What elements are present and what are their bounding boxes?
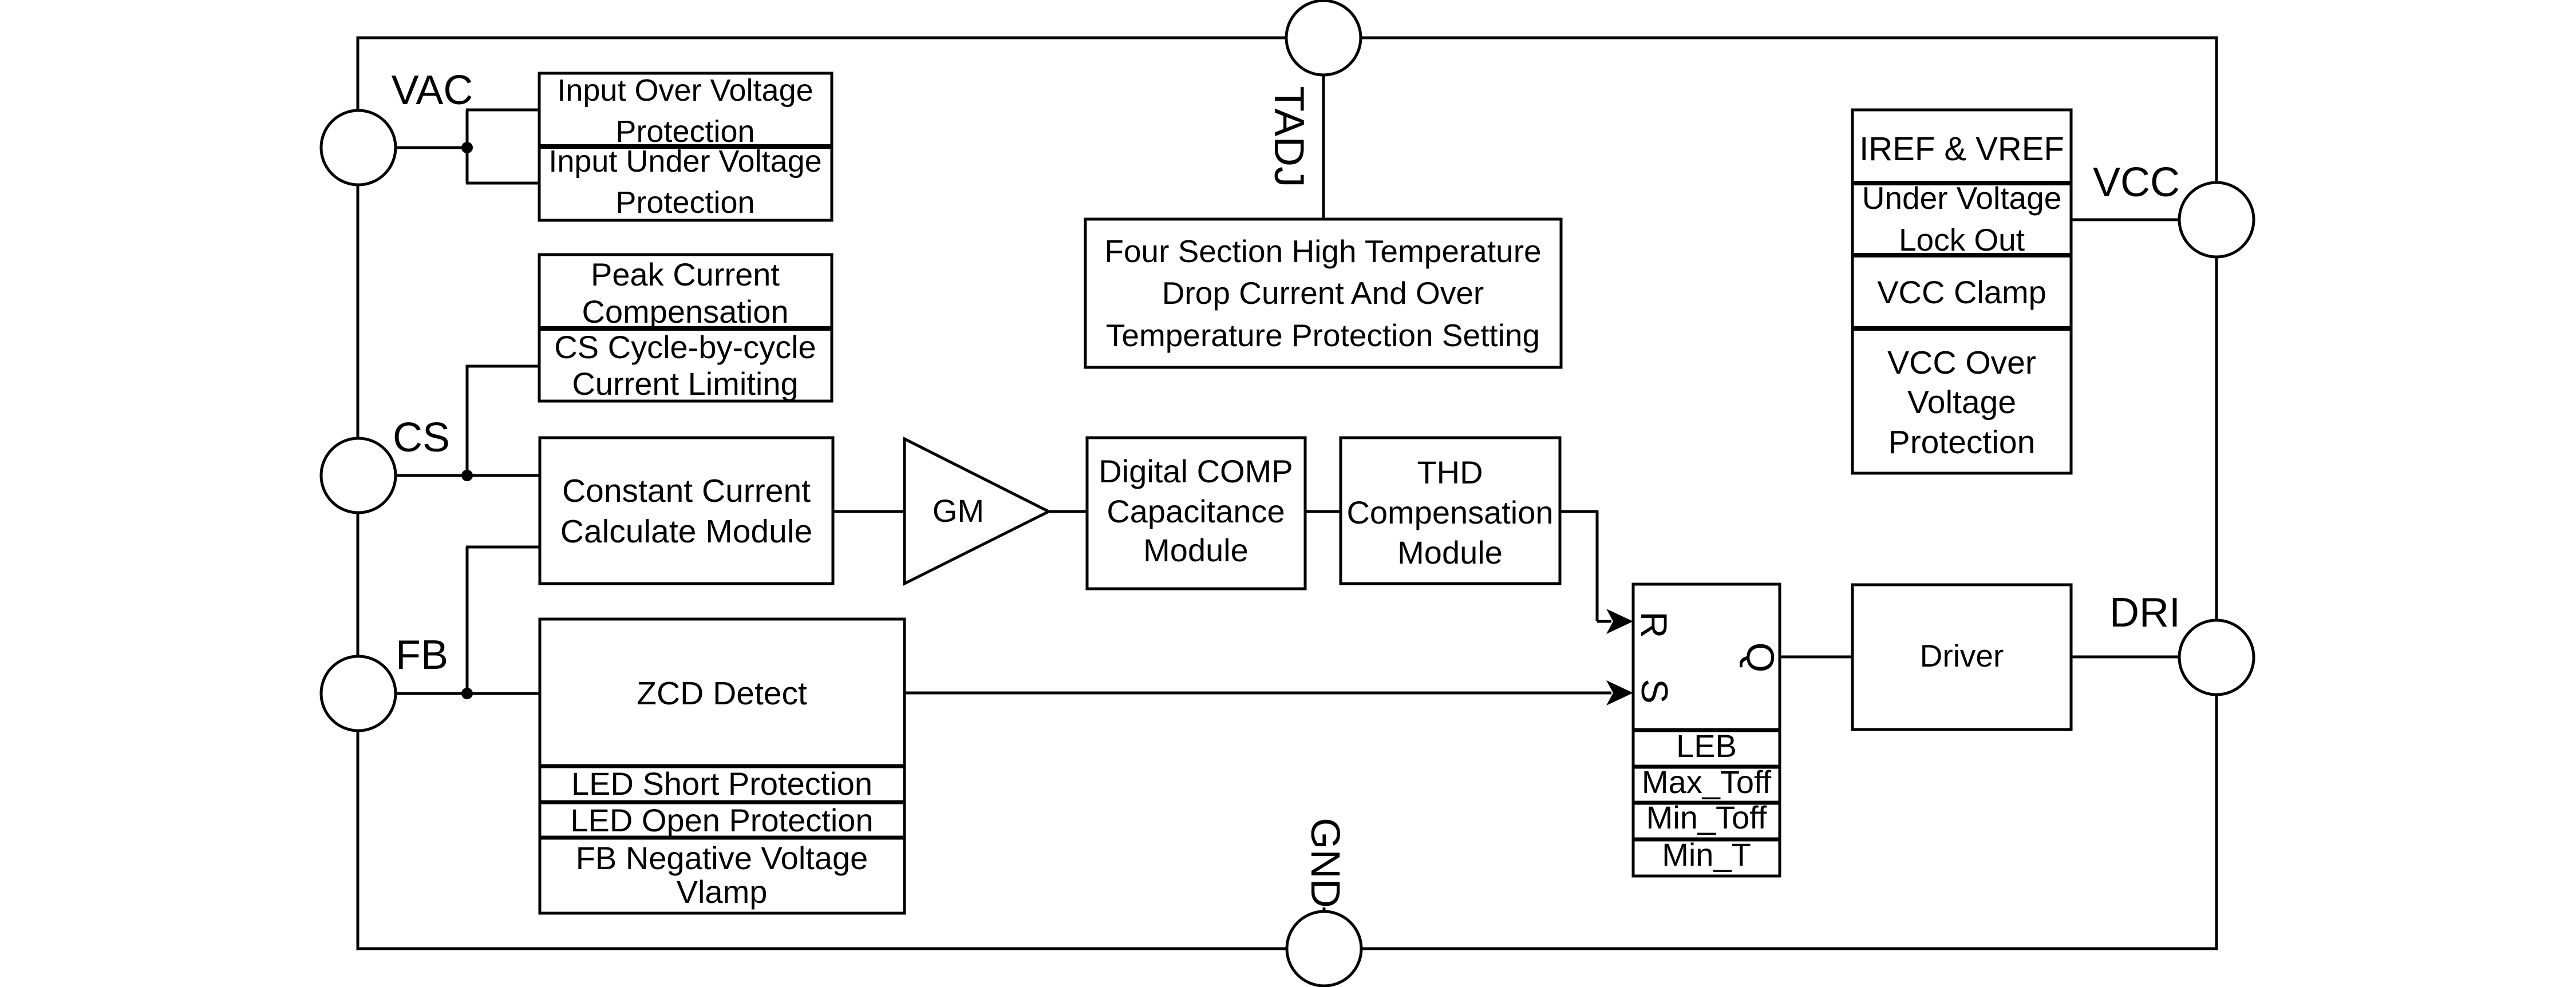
svg-text:GM: GM <box>933 493 984 529</box>
svg-text:Drop Current And Over: Drop Current And Over <box>1162 275 1484 311</box>
svg-text:Calculate Module: Calculate Module <box>560 513 812 550</box>
svg-text:Peak Current: Peak Current <box>591 256 780 292</box>
svg-text:LEB: LEB <box>1676 728 1737 764</box>
svg-text:Module: Module <box>1397 534 1503 570</box>
svg-text:Protection: Protection <box>615 185 754 220</box>
svg-text:FB: FB <box>396 632 448 678</box>
svg-text:DRI: DRI <box>2109 590 2180 636</box>
svg-text:VAC: VAC <box>392 68 473 113</box>
svg-text:THD: THD <box>1417 454 1483 490</box>
svg-text:FB Negative Voltage: FB Negative Voltage <box>576 840 868 876</box>
svg-text:Min_T: Min_T <box>1662 837 1751 873</box>
svg-text:Protection: Protection <box>1888 424 2036 461</box>
svg-text:TADJ: TADJ <box>1266 86 1312 187</box>
svg-text:Compensation: Compensation <box>1346 494 1553 530</box>
svg-text:Input Over Voltage: Input Over Voltage <box>557 73 813 108</box>
svg-text:Protection: Protection <box>615 114 754 149</box>
svg-text:Capacitance: Capacitance <box>1107 493 1285 529</box>
svg-text:Lock Out: Lock Out <box>1899 222 2025 257</box>
svg-text:Driver: Driver <box>1920 638 2004 673</box>
svg-text:LED Short Protection: LED Short Protection <box>571 766 872 802</box>
svg-text:Under Voltage: Under Voltage <box>1862 180 2062 216</box>
svg-text:Min_Toff: Min_Toff <box>1646 799 1767 835</box>
svg-text:LED Open Protection: LED Open Protection <box>570 802 873 838</box>
svg-text:CS: CS <box>393 415 450 461</box>
svg-text:ZCD Detect: ZCD Detect <box>637 675 807 712</box>
svg-text:Digital COMP: Digital COMP <box>1099 453 1293 489</box>
svg-text:CS Cycle-by-cycle: CS Cycle-by-cycle <box>554 329 816 365</box>
svg-text:Constant Current: Constant Current <box>562 473 811 509</box>
svg-text:Compensation: Compensation <box>582 294 788 330</box>
svg-text:S: S <box>1634 679 1676 703</box>
svg-text:VCC: VCC <box>2093 160 2180 205</box>
svg-text:Four Section High Temperature: Four Section High Temperature <box>1104 233 1541 269</box>
svg-text:R: R <box>1633 612 1675 639</box>
svg-text:Max_Toff: Max_Toff <box>1642 764 1772 800</box>
svg-text:Vlamp: Vlamp <box>677 874 768 910</box>
svg-text:Temperature Protection Setting: Temperature Protection Setting <box>1106 318 1540 353</box>
svg-text:Module: Module <box>1143 532 1249 568</box>
svg-text:VCC Clamp: VCC Clamp <box>1877 274 2046 310</box>
svg-text:VCC Over: VCC Over <box>1887 344 2036 381</box>
svg-text:Input Under Voltage: Input Under Voltage <box>548 144 821 179</box>
svg-text:IREF & VREF: IREF & VREF <box>1859 130 2064 168</box>
svg-text:Voltage: Voltage <box>1907 384 2016 421</box>
svg-text:GND: GND <box>1302 818 1348 908</box>
svg-text:Current Limiting: Current Limiting <box>572 366 798 402</box>
svg-text:Q: Q <box>1739 643 1782 673</box>
